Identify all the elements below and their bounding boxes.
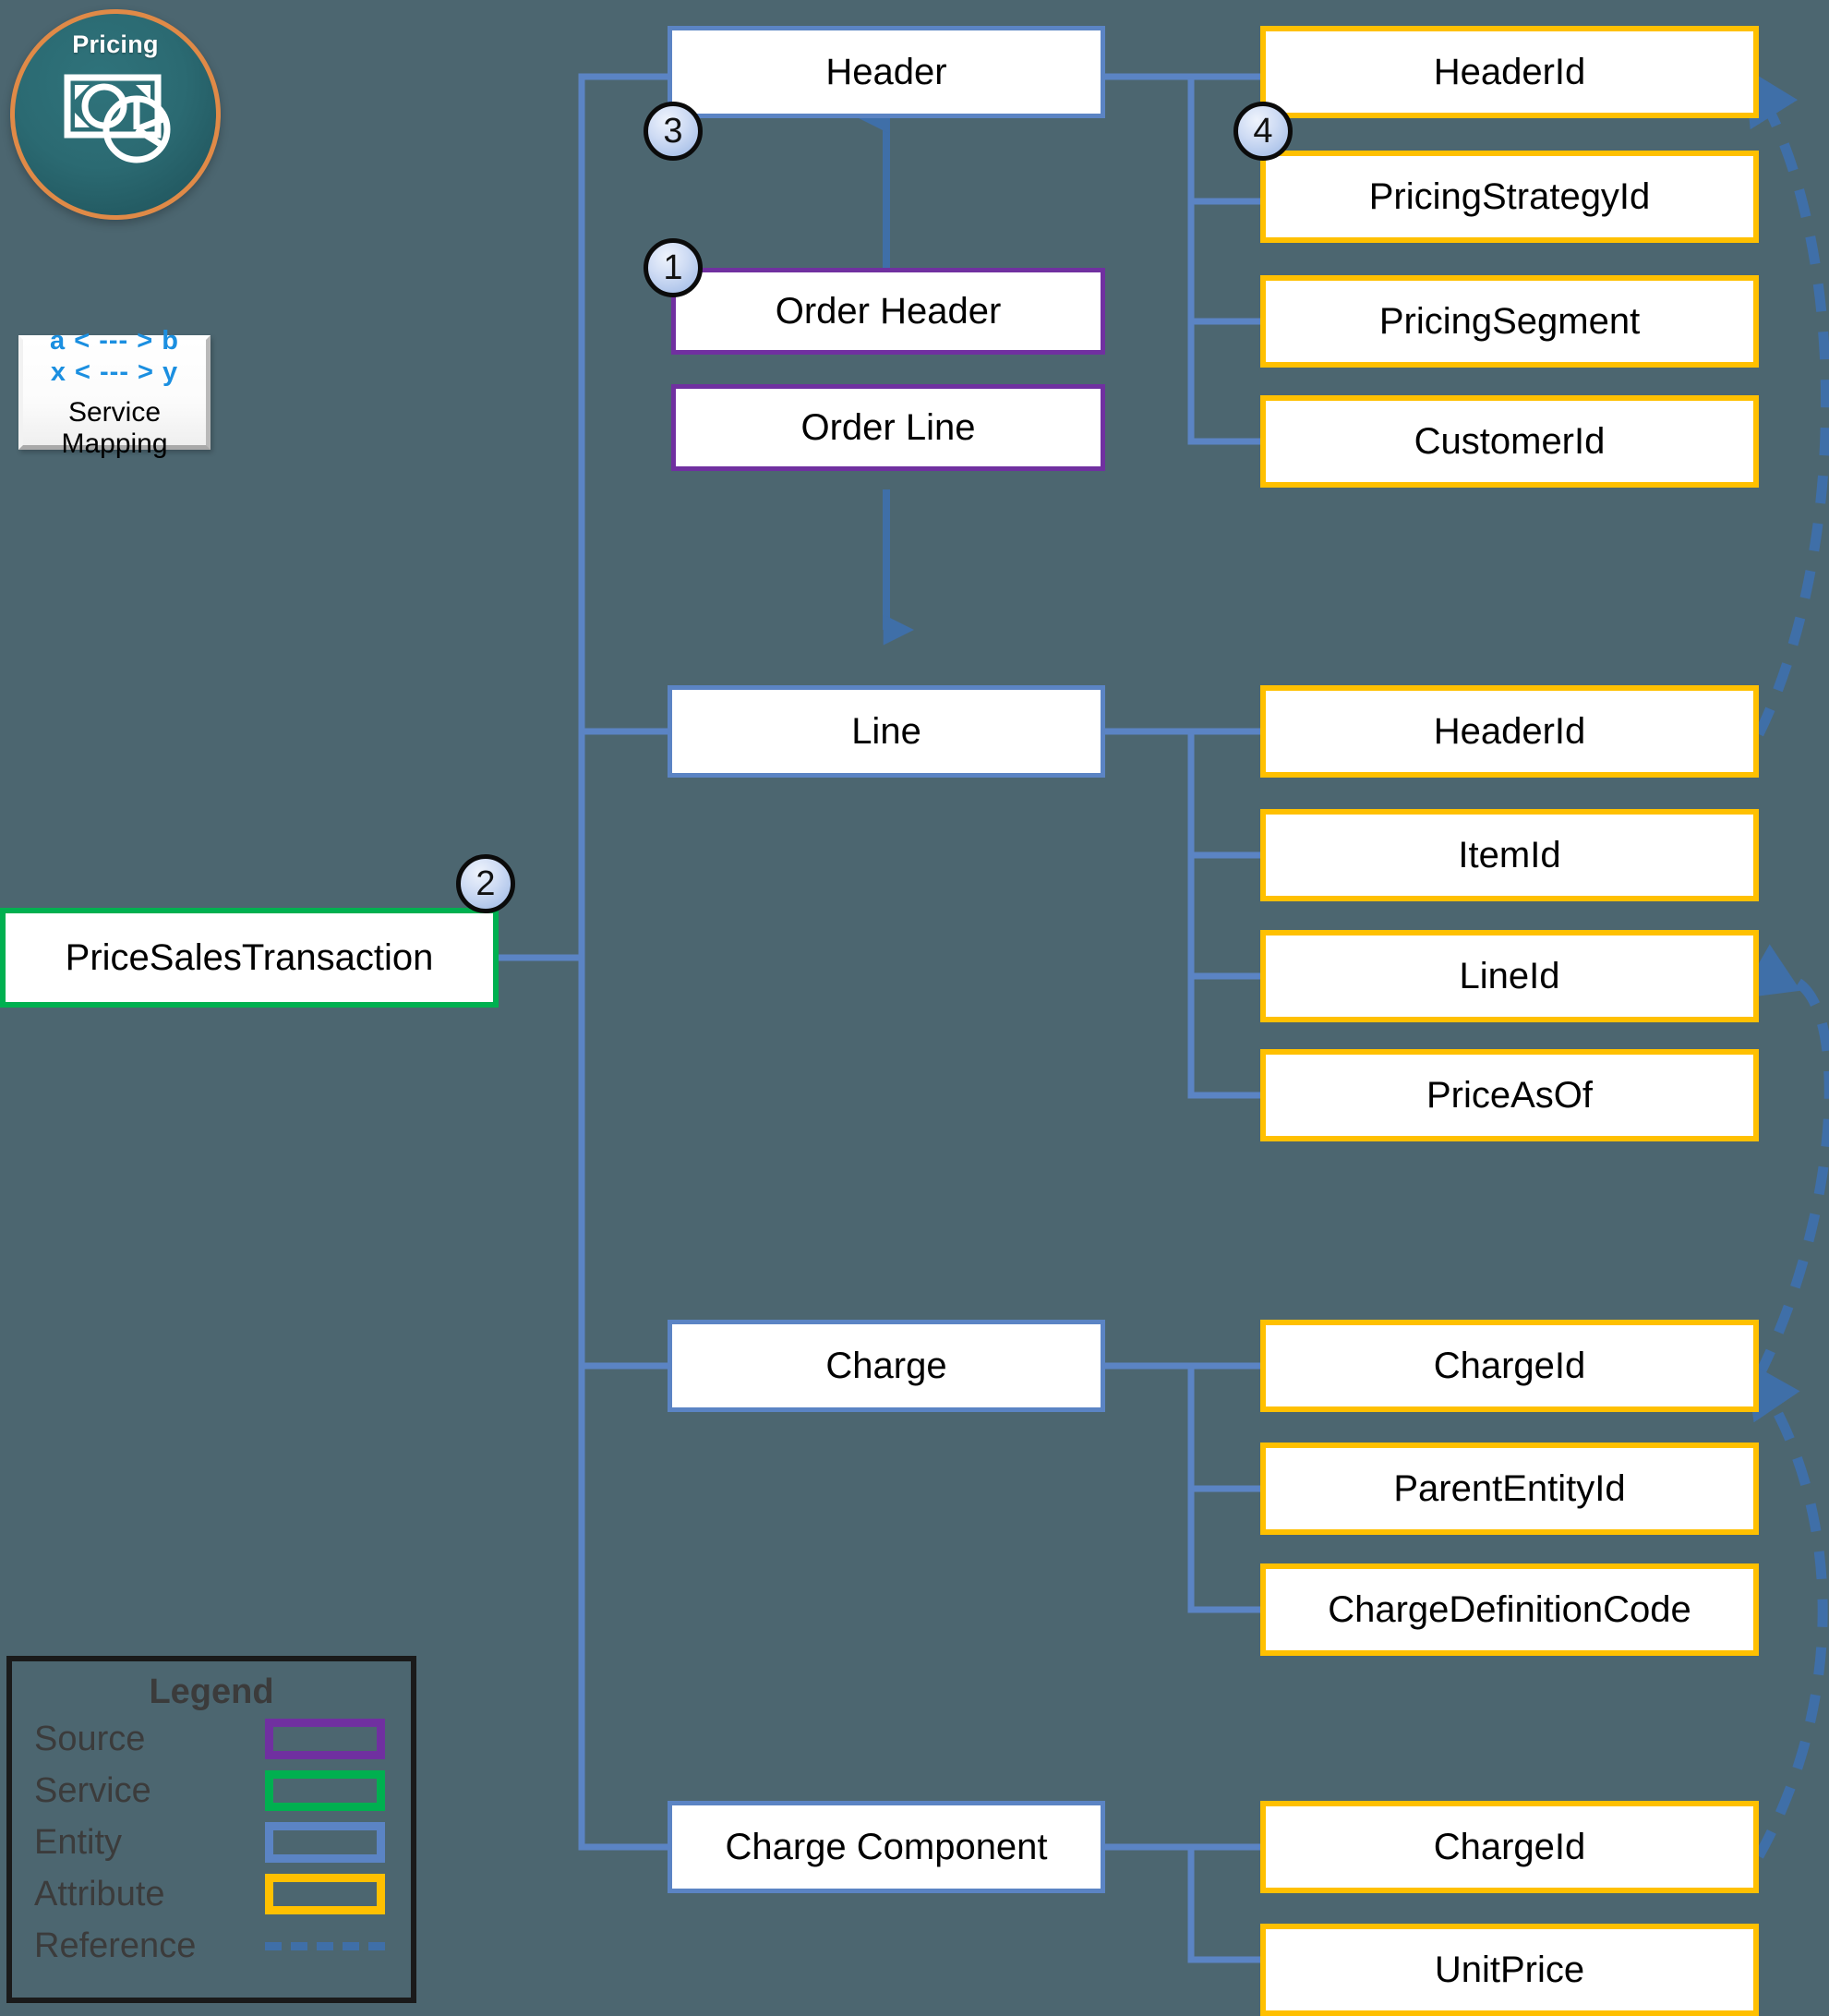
badge-1[interactable]: 1 [644,238,703,297]
service-pricesalestransaction-label: PriceSalesTransaction [65,937,434,978]
attribute-label: PriceAsOf [1426,1075,1594,1116]
attribute-line-lineid[interactable]: LineId [1260,930,1759,1022]
legend-swatch-attribute [265,1874,385,1914]
source-order-line[interactable]: Order Line [671,384,1105,471]
attribute-line-headerid[interactable]: HeaderId [1260,685,1759,778]
legend-swatch-entity [265,1822,385,1863]
attribute-label: ChargeId [1433,1827,1586,1867]
legend-label-source: Source [34,1719,146,1758]
source-order-header-label: Order Header [775,291,1002,332]
legend-label-attribute: Attribute [34,1874,165,1913]
source-order-line-label: Order Line [800,407,976,448]
service-mapping-label: Service Mapping [61,396,168,459]
attribute-label: PricingSegment [1378,301,1641,342]
attribute-chargecomponent-unitprice[interactable]: UnitPrice [1260,1924,1759,2016]
legend-label-reference: Reference [34,1925,197,1965]
legend-row-reference: Reference [34,1921,411,1971]
service-mapping-line-2: x < --- > y [50,357,179,388]
entity-header[interactable]: Header [668,26,1105,118]
badge-3-number: 3 [663,111,683,151]
legend-row-attribute: Attribute [34,1869,411,1919]
service-pricesalestransaction[interactable]: PriceSalesTransaction [0,908,499,1008]
attribute-label: HeaderId [1433,52,1586,92]
legend: Legend Source Service Entity Attribute R… [6,1656,416,2003]
pricing-title: Pricing [72,30,159,58]
entity-header-label: Header [825,52,947,92]
attribute-charge-chargeid[interactable]: ChargeId [1260,1320,1759,1412]
attribute-label: HeaderId [1433,711,1586,752]
attribute-charge-parententityid[interactable]: ParentEntityId [1260,1443,1759,1535]
badge-2[interactable]: 2 [456,854,515,913]
legend-row-service: Service [34,1766,411,1816]
money-pie-chart-icon [47,63,184,176]
attribute-line-itemid[interactable]: ItemId [1260,809,1759,901]
legend-label-entity: Entity [34,1822,123,1862]
attribute-label: ParentEntityId [1393,1468,1626,1509]
attribute-label: PricingStrategyId [1368,176,1651,217]
attribute-header-pricingsegment[interactable]: PricingSegment [1260,275,1759,368]
badge-3[interactable]: 3 [644,102,703,161]
attribute-charge-chargedefinitioncode[interactable]: ChargeDefinitionCode [1260,1563,1759,1656]
reference-charge-chargeid [1739,944,1829,1379]
attribute-label: ItemId [1458,835,1561,875]
attribute-label: ChargeId [1433,1346,1586,1386]
entity-charge-label: Charge [825,1346,947,1386]
service-mapping-card: a < --- > b x < --- > y Service Mapping [18,326,211,459]
badge-2-number: 2 [475,863,496,903]
legend-title: Legend [149,1672,274,1711]
badge-1-number: 1 [663,247,683,287]
entity-charge-component-label: Charge Component [725,1827,1048,1867]
legend-row-source: Source [34,1714,411,1764]
legend-label-service: Service [34,1770,151,1810]
attribute-label: LineId [1459,956,1560,996]
badge-4[interactable]: 4 [1233,102,1293,161]
legend-swatch-reference [265,1941,385,1950]
attribute-label: UnitPrice [1434,1950,1585,1990]
attribute-line-priceasof[interactable]: PriceAsOf [1260,1049,1759,1141]
attribute-label: CustomerId [1414,421,1606,462]
attribute-label: ChargeDefinitionCode [1328,1589,1691,1630]
attribute-header-headerid[interactable]: HeaderId [1260,26,1759,118]
entity-charge[interactable]: Charge [668,1320,1105,1412]
entity-charge-component[interactable]: Charge Component [668,1801,1105,1893]
entity-line-label: Line [851,711,921,752]
attribute-header-pricingstrategyid[interactable]: PricingStrategyId [1260,151,1759,243]
attribute-chargecomponent-chargeid[interactable]: ChargeId [1260,1801,1759,1893]
attribute-header-customerid[interactable]: CustomerId [1260,395,1759,488]
badge-4-number: 4 [1253,111,1273,151]
legend-swatch-service [265,1770,385,1811]
pricing-domain-circle: Pricing [10,9,221,220]
reference-line-headerid [1744,66,1829,737]
source-order-header[interactable]: Order Header [671,268,1105,355]
entity-line[interactable]: Line [668,685,1105,778]
legend-swatch-source [265,1719,385,1759]
legend-row-entity: Entity [34,1817,411,1867]
reference-component-chargeid [1745,1360,1828,1859]
service-mapping-line-1: a < --- > b [50,326,179,356]
